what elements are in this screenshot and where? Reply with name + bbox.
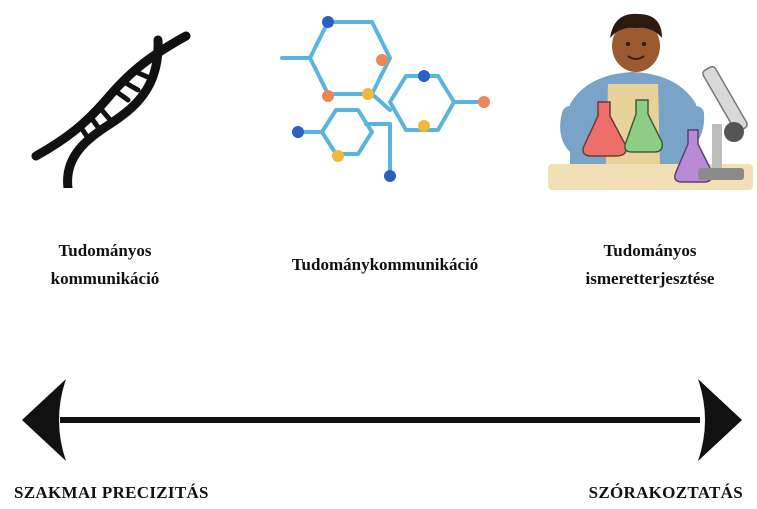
molecule-node (418, 70, 430, 82)
column-label-science-communication: Tudománykommunikáció (250, 251, 520, 279)
label-line: Tudománykommunikáció (291, 255, 479, 274)
molecule-node (332, 150, 344, 162)
child-scientist-illustration (548, 13, 753, 190)
molecule-node (292, 126, 304, 138)
molecule-structure-icon (280, 16, 490, 182)
label-line: Tudományos (58, 241, 152, 260)
column-label-scientific-communication: Tudományos kommunikáció (20, 237, 190, 293)
label-line: Tudományos (603, 241, 697, 260)
column-label-popularization: Tudományos ismeretterjesztése (555, 237, 745, 293)
molecule-node (322, 90, 334, 102)
molecule-node (478, 96, 490, 108)
arrowhead-right-icon (698, 379, 742, 461)
arrowhead-left-icon (22, 379, 66, 461)
molecule-node (322, 16, 334, 28)
molecule-node (362, 88, 374, 100)
label-line: ismeretterjesztése (585, 269, 715, 288)
axis-label-right: SZÓRAKOZTATÁS (588, 483, 743, 502)
molecule-node (384, 170, 396, 182)
axis-label-left: SZAKMAI PRECIZITÁS (14, 483, 209, 502)
molecule-node (418, 120, 430, 132)
double-headed-arrow (22, 379, 742, 461)
molecule-node (376, 54, 388, 66)
dna-helix-icon (31, 31, 191, 188)
label-line: kommunikáció (50, 269, 160, 288)
